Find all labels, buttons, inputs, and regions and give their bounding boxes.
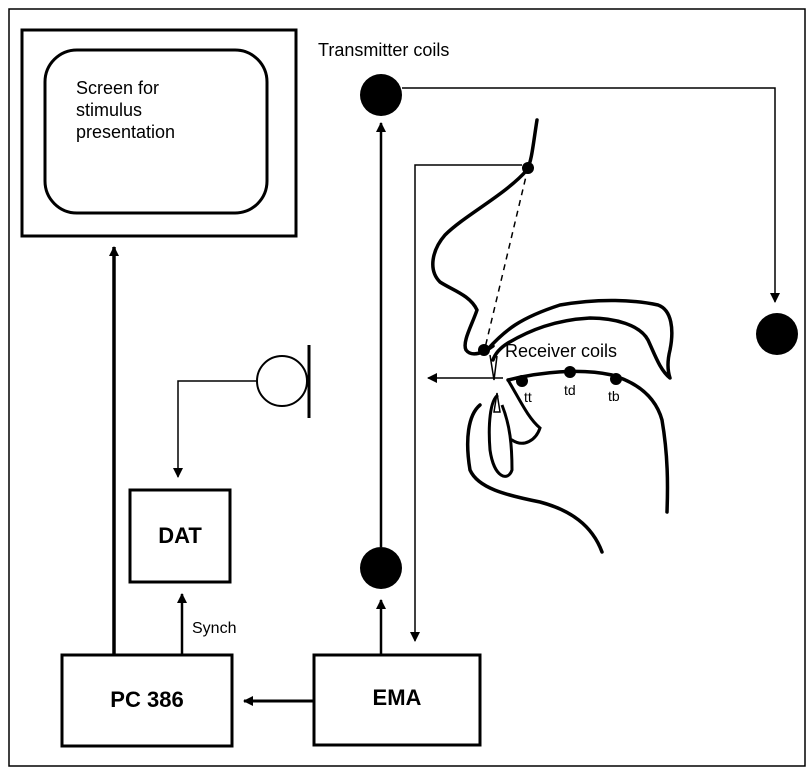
upper-incisor [489, 354, 498, 381]
tongue-back-label: tb [608, 388, 620, 404]
chin-outline [465, 403, 604, 554]
reference-dashed-line [484, 167, 529, 349]
lower-incisor [493, 392, 501, 413]
tongue-outline [506, 369, 670, 514]
transmitter-coil-lower [360, 547, 402, 589]
microphone-to-dat-arrow [173, 380, 257, 478]
pc-label: PC 386 [110, 687, 184, 712]
receiver-coil-forehead [522, 162, 534, 174]
ema-label: EMA [372, 685, 422, 710]
transmitter-coil-upper [360, 74, 402, 116]
palate-outline [485, 298, 674, 380]
receiver-coil-nose [478, 344, 490, 356]
tongue-tip [506, 378, 542, 445]
transmitter-to-right-coil-arrow [402, 87, 780, 303]
head-profile-face [431, 118, 539, 356]
lower-lip [487, 393, 514, 478]
screen-text-line-1: Screen for [76, 78, 160, 98]
screen-text-line-2: stimulus [76, 100, 143, 120]
monitor-frame [20, 28, 298, 238]
receiver-coil-tb [610, 373, 622, 385]
dat-label: DAT [158, 523, 202, 548]
transmitter-coil-right [756, 313, 798, 355]
synch-label: Synch [192, 620, 237, 637]
dat-box [128, 488, 232, 584]
receiver-coils-label: Receiver coils [505, 341, 618, 361]
pc-box [60, 653, 234, 748]
screen-text: Screen for stimulus presentation [76, 77, 175, 143]
monitor-screen [43, 48, 269, 215]
receiver-signal-line [410, 164, 522, 642]
screen-text-line-3: presentation [76, 122, 176, 142]
transmitter-coils-label: Transmitter coils [318, 40, 450, 60]
outer-frame [8, 8, 806, 767]
tongue-dorsum-label: td [564, 382, 576, 398]
receiver-coil-td [564, 366, 576, 378]
receiver-coil-tt [516, 375, 528, 387]
microphone-icon [256, 355, 308, 407]
tongue-tip-label: tt [524, 389, 532, 405]
